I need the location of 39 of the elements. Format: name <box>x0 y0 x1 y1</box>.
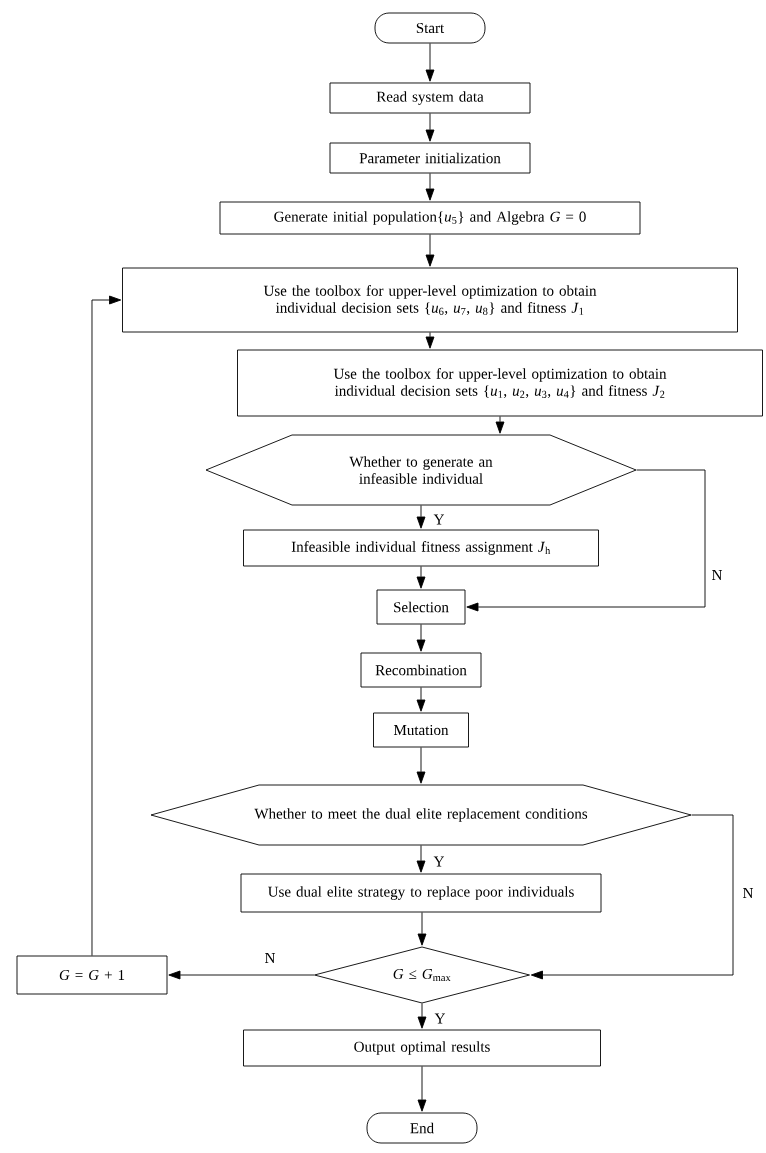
process-box: G = G + 1 <box>16 955 168 995</box>
arrow <box>416 566 426 589</box>
arrow <box>425 173 435 201</box>
arrow <box>425 113 435 142</box>
arrow <box>416 747 426 784</box>
process-box: Selection <box>376 589 466 625</box>
process-box: Read system data <box>329 82 531 114</box>
decision-hexagon: Whether to meet the dual elite replacement conditions <box>150 784 692 846</box>
edge-label: N <box>710 569 724 581</box>
edge-label: N <box>741 887 755 899</box>
arrow <box>425 332 435 349</box>
arrow <box>530 814 734 980</box>
arrow <box>416 624 426 652</box>
edge-label: Y <box>433 1012 447 1025</box>
process-box: Use the toolbox for upper-level optimization to obtain individual decision sets {u$_{6}$, u$_{7}$, u$_{8}$} and fitness J$_{1}$ <box>122 267 738 333</box>
process-box: Parameter initialization <box>329 142 531 174</box>
process-box: Use dual elite strategy to replace poor individuals <box>240 873 602 913</box>
process-box: Generate initial population{u$_{5}$} and Algebra G = 0 <box>219 201 641 235</box>
arrow <box>416 845 426 873</box>
arrow <box>417 912 427 946</box>
arrow <box>495 416 505 434</box>
arrow <box>425 43 435 82</box>
arrow <box>416 687 426 712</box>
arrow <box>91 295 122 956</box>
arrow <box>416 505 426 529</box>
arrow <box>417 1003 427 1029</box>
edge-label: Y <box>432 513 446 526</box>
process-box: Output optimal results <box>243 1029 601 1067</box>
process-box: Infeasible individual fitness assignment J$_{h}$ <box>243 529 599 567</box>
process-box: Mutation <box>373 712 469 748</box>
process-box: Recombination <box>360 652 482 688</box>
edge-label: Y <box>432 855 446 868</box>
arrow <box>425 234 435 267</box>
arrow <box>466 469 706 612</box>
arrow <box>168 970 315 980</box>
edge-label: N <box>263 952 277 964</box>
decision-hexagon: Whether to generate an infeasible individual <box>205 434 637 506</box>
process-box: Use the toolbox for upper-level optimization to obtain individual decision sets {u$_{1}$, u$_{2}$, u$_{3}$, u$_{4}$} and fitness J$_{2}$ <box>237 349 763 417</box>
arrow <box>417 1066 427 1112</box>
